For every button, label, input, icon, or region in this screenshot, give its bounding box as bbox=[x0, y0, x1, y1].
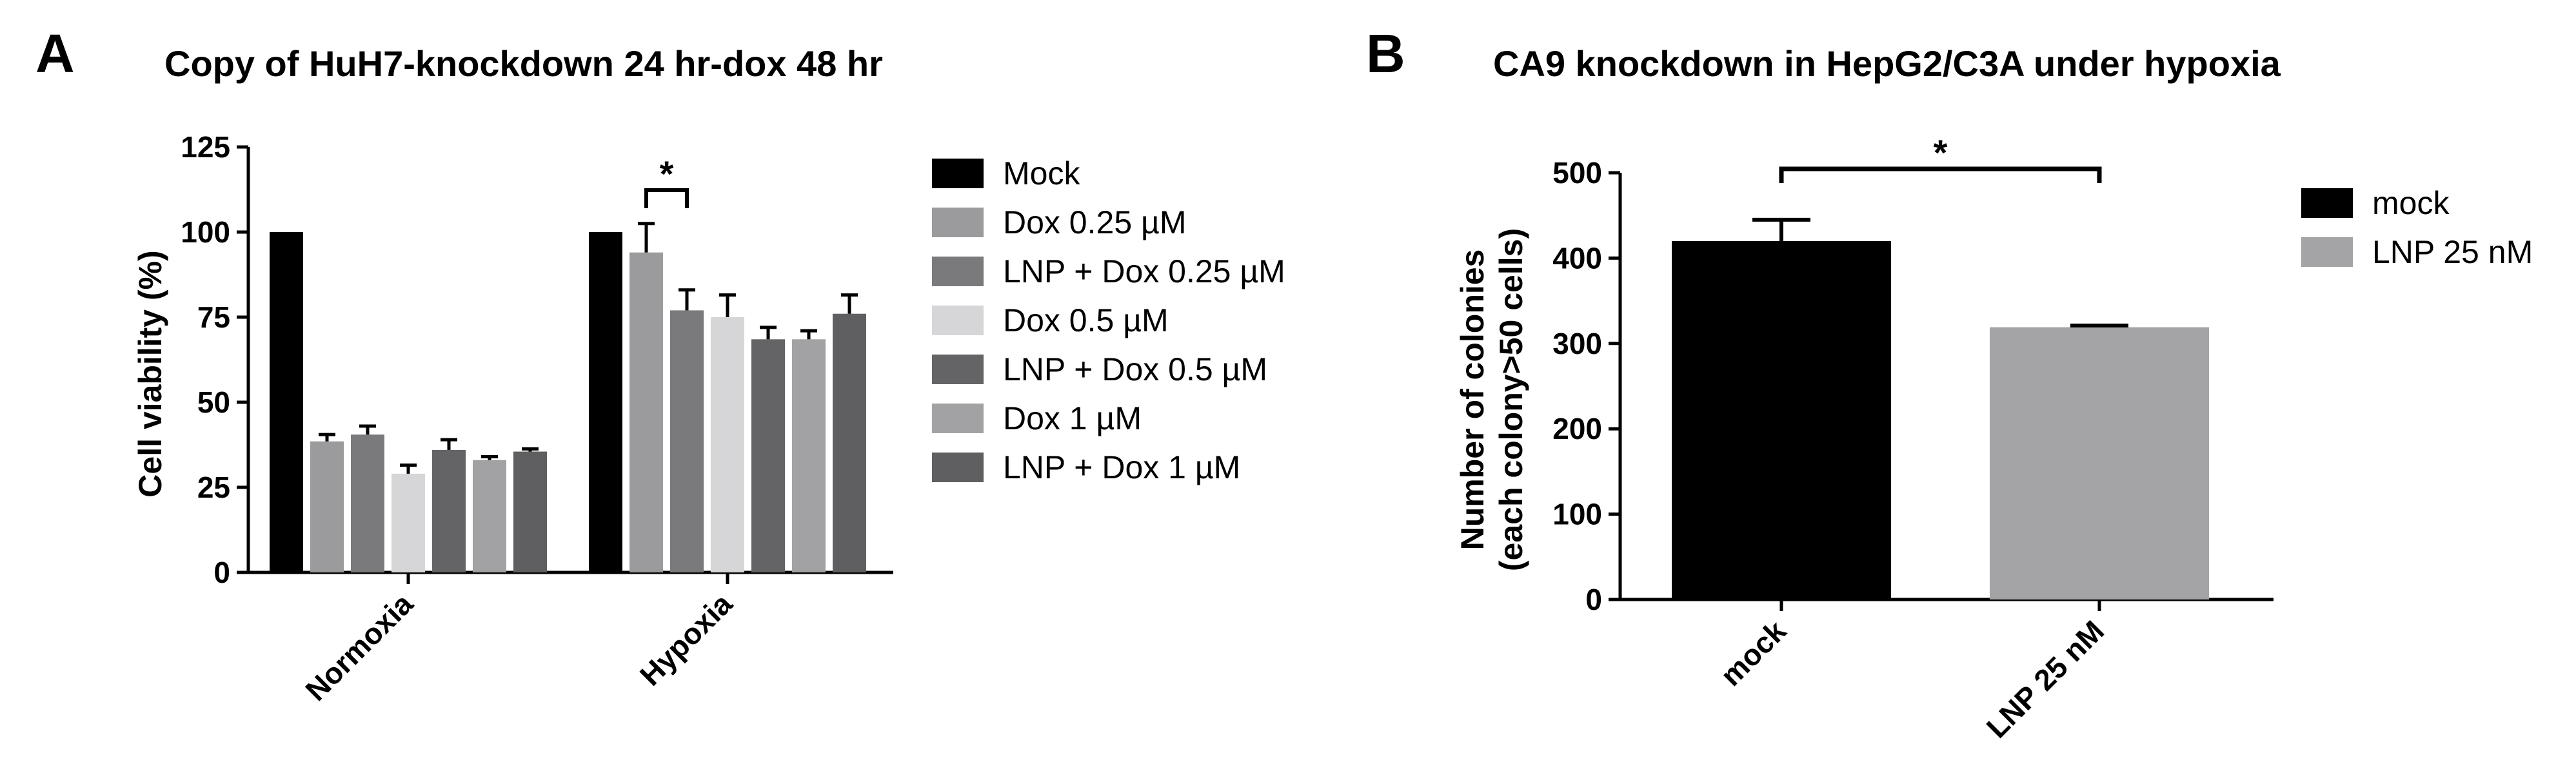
chart-a-bar bbox=[711, 317, 744, 572]
chart-a-category-label: Hypoxia bbox=[633, 587, 739, 692]
chart-a-legend-label: Dox 1 µM bbox=[1003, 400, 1142, 436]
chart-a-category-label: Normoxia bbox=[299, 587, 419, 707]
chart-a-legend-swatch bbox=[932, 453, 984, 482]
chart-b-legend-label: mock bbox=[2372, 185, 2450, 221]
chart-a-legend-label: Dox 0.5 µM bbox=[1003, 302, 1169, 338]
chart-b-category-label: mock bbox=[1714, 614, 1792, 692]
chart-b-legend-swatch bbox=[2301, 237, 2353, 267]
chart-a-legend-swatch bbox=[932, 257, 984, 286]
panel-letter-a: A bbox=[35, 23, 75, 84]
chart-a-title: Copy of HuH7-knockdown 24 hr-dox 48 hr bbox=[164, 43, 883, 84]
chart-a-bar bbox=[629, 252, 663, 572]
chart-b-legend-swatch bbox=[2301, 188, 2353, 218]
chart-a-legend-label: LNP + Dox 1 µM bbox=[1003, 449, 1240, 485]
chart-a-legend-swatch bbox=[932, 208, 984, 237]
chart-a-ytick-label: 75 bbox=[197, 300, 230, 334]
chart-b-ylabel-line2: (each colony>50 cells) bbox=[1493, 228, 1529, 571]
chart-a-bar bbox=[391, 473, 425, 572]
chart-a-legend-label: Mock bbox=[1003, 155, 1080, 191]
chart-a-bar bbox=[473, 460, 506, 572]
chart-a-legend-swatch bbox=[932, 159, 984, 188]
chart-a-significance-bracket bbox=[644, 188, 689, 208]
chart-b-significance-star: * bbox=[1934, 132, 1948, 173]
chart-a-bar bbox=[351, 434, 384, 572]
chart-a-bar bbox=[270, 232, 303, 572]
chart-b-bar bbox=[1990, 327, 2209, 599]
chart-b-ylabel-line1: Number of colonies bbox=[1454, 249, 1491, 551]
chart-a-ytick-label: 100 bbox=[181, 215, 230, 249]
chart-a-significance-star: * bbox=[660, 153, 674, 194]
chart-a-bar bbox=[310, 441, 344, 572]
chart-b-significance-bracket bbox=[1779, 166, 2102, 183]
chart-b-legend-label: LNP 25 nM bbox=[2372, 234, 2533, 270]
panel-letter-b: B bbox=[1366, 23, 1405, 84]
chart-a-legend-label: Dox 0.25 µM bbox=[1003, 204, 1186, 240]
chart-a-ytick-label: 50 bbox=[197, 385, 230, 419]
chart-b-ytick-label: 200 bbox=[1552, 412, 1602, 445]
chart-a-ylabel: Cell viability (%) bbox=[132, 250, 168, 497]
chart-a-bar bbox=[513, 451, 547, 572]
chart-a-ytick-label: 25 bbox=[197, 471, 230, 504]
chart-b-ytick-label: 100 bbox=[1552, 498, 1602, 531]
chart-a-bar bbox=[670, 310, 704, 572]
chart-a-bar bbox=[589, 232, 622, 572]
chart-b-ytick-label: 0 bbox=[1585, 583, 1602, 616]
chart-b-bar bbox=[1672, 240, 1891, 599]
chart-a-bar bbox=[833, 313, 866, 572]
chart-a-bar bbox=[432, 449, 466, 572]
chart-a-legend-swatch bbox=[932, 306, 984, 335]
chart-b-ytick-label: 500 bbox=[1552, 156, 1602, 190]
chart-a-ytick-label: 125 bbox=[181, 130, 230, 164]
chart-b-category-label: LNP 25 nM bbox=[1980, 614, 2110, 744]
chart-a-bar bbox=[751, 339, 785, 572]
chart-a-legend-swatch bbox=[932, 355, 984, 384]
chart-b-title: CA9 knockdown in HepG2/C3A under hypoxia bbox=[1493, 43, 2281, 84]
chart-a-bar bbox=[792, 339, 826, 572]
chart-a-legend-label: LNP + Dox 0.5 µM bbox=[1003, 351, 1267, 387]
chart-b-ytick-label: 400 bbox=[1552, 241, 1602, 275]
chart-a-legend-swatch bbox=[932, 404, 984, 433]
chart-a-ytick-label: 0 bbox=[213, 556, 230, 589]
chart-b-ytick-label: 300 bbox=[1552, 327, 1602, 360]
chart-a-legend-label: LNP + Dox 0.25 µM bbox=[1003, 253, 1285, 289]
